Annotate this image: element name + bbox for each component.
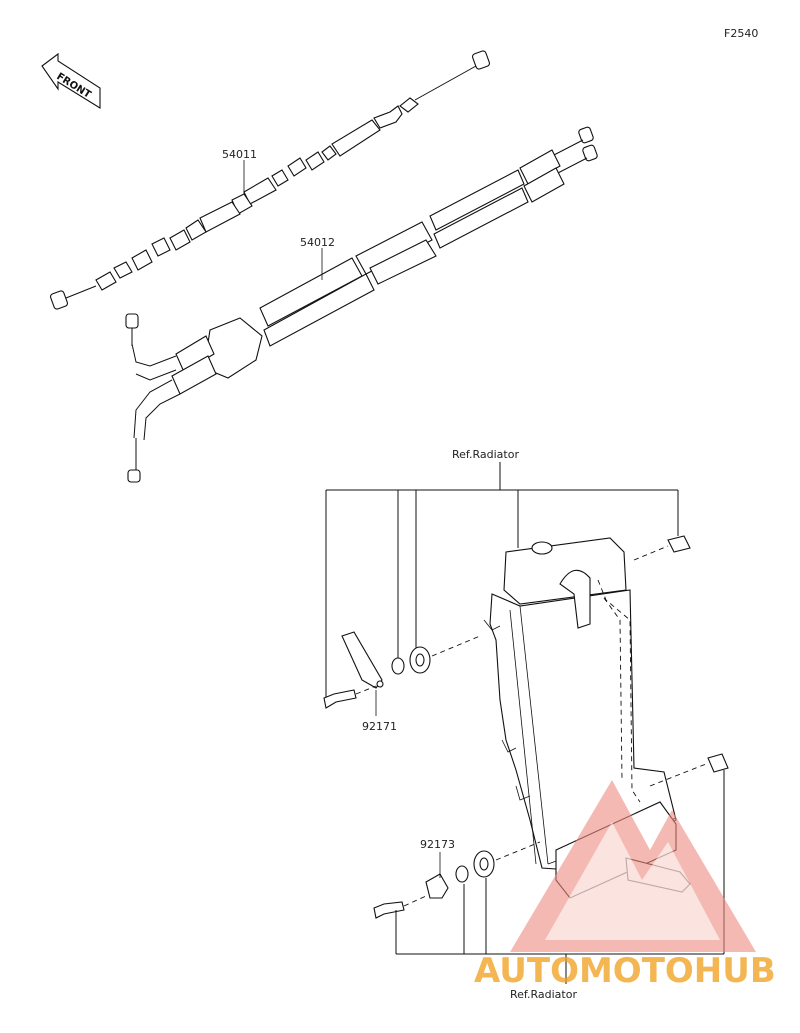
part-number-92171: 92171 (362, 720, 397, 733)
watermark-logo-icon: AUTOMOTOHUB (474, 780, 776, 991)
part-number-54011: 54011 (222, 148, 257, 161)
reference-lines-top: Ref.Radiator (325, 448, 679, 700)
part-number-92173: 92173 (420, 838, 455, 851)
cable-54012: 54012 (125, 126, 598, 483)
watermark-text: AUTOMOTOHUB (474, 951, 776, 991)
reference-label-bottom: Ref.Radiator (510, 988, 577, 1001)
reference-label-top: Ref.Radiator (452, 448, 519, 461)
part-number-54012: 54012 (300, 236, 335, 249)
front-arrow-icon: FRONT (41, 52, 101, 109)
cable-54011: 54011 (49, 50, 491, 310)
hardware-top: 92171 (323, 535, 691, 733)
hardware-bottom: 92173 Ref.Radiator (373, 753, 729, 1001)
figure-code: F2540 (724, 27, 758, 40)
